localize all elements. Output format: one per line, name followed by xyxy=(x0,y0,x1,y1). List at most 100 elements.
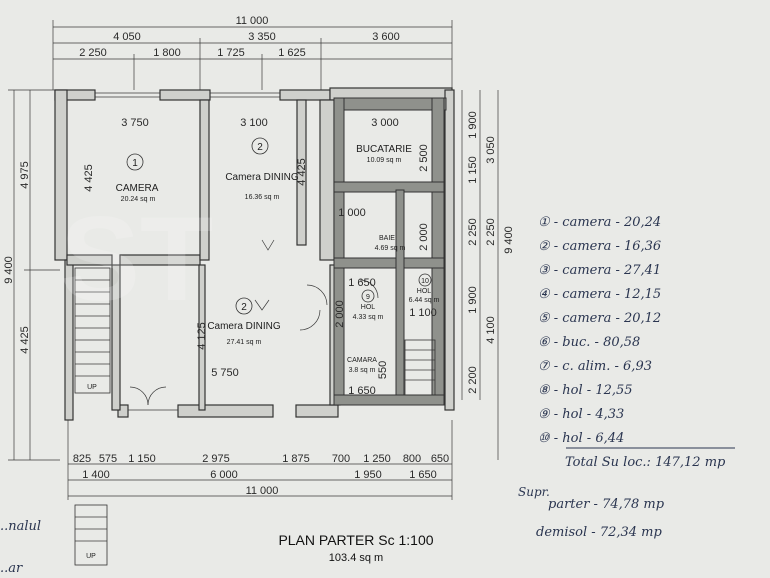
hol9-name: HOL xyxy=(361,304,376,311)
hol9-num: 9 xyxy=(366,294,370,301)
room3-name: Camera DINING xyxy=(207,321,281,332)
dim-bottom-8: 800 xyxy=(403,453,421,465)
stairs-left: UP xyxy=(74,267,111,394)
dim-camara-h: 550 xyxy=(377,361,389,379)
note-2: ② - camera - 16,36 xyxy=(538,239,661,254)
room1-num: 1 xyxy=(132,158,138,169)
note-supr: Supr. xyxy=(518,485,550,499)
dim-left-a: 4 975 xyxy=(19,161,31,189)
hol10-num: 10 xyxy=(421,278,429,285)
dim-left-b: 4 425 xyxy=(19,326,31,354)
dim-right-4: 1 900 xyxy=(467,286,479,314)
note-parter: parter - 74,78 mp xyxy=(548,497,665,512)
dim-bottom-6: 700 xyxy=(332,453,350,465)
watermark: ST xyxy=(60,192,213,326)
room1-area: 20.24 sq m xyxy=(121,196,156,203)
dim-bottom-3: 1 150 xyxy=(128,453,156,465)
dim-baie-w: 1 000 xyxy=(338,207,366,219)
dim-top-b: 3 350 xyxy=(248,31,276,43)
dim-baie-h: 2 000 xyxy=(418,223,430,251)
dim-bottom-total: 11 000 xyxy=(246,485,279,497)
dim-top-g: 1 625 xyxy=(278,47,306,59)
dim-bottom-5: 1 875 xyxy=(282,453,310,465)
room2-area: 16.36 sq m xyxy=(245,194,280,201)
top-dimensions: 11 000 4 050 3 350 3 600 2 250 1 800 1 7… xyxy=(52,15,453,90)
dim-top-f: 1 725 xyxy=(217,47,245,59)
dim-top-a: 4 050 xyxy=(113,31,141,43)
plan-title: PLAN PARTER Sc 1:100 xyxy=(278,532,433,548)
room3-num: 2 xyxy=(241,302,247,313)
dim-right-8: 4 100 xyxy=(485,316,497,344)
dim-right-5: 2 200 xyxy=(467,366,479,394)
left-dimensions: 9 400 4 975 4 425 xyxy=(3,89,60,461)
hol10-name: HOL xyxy=(417,288,432,295)
room2-num: 2 xyxy=(257,142,263,153)
dim-bottom-1: 825 xyxy=(73,453,91,465)
camara-name: CAMARA xyxy=(347,357,377,364)
baie-area: 4.69 sq m xyxy=(375,245,406,252)
handwritten-notes: ① - camera - 20,24 ② - camera - 16,36 ③ … xyxy=(0,215,735,576)
dim-bottom-9: 650 xyxy=(431,453,449,465)
note-3: ③ - camera - 27,41 xyxy=(538,263,661,278)
dim-right-2: 1 150 xyxy=(467,156,479,184)
note-4: ④ - camera - 12,15 xyxy=(538,287,661,302)
dim-camera2-w: 3 100 xyxy=(240,117,268,129)
dim-hol-w: 1 650 xyxy=(348,277,376,289)
dim-camera2-h: 4 425 xyxy=(296,158,308,186)
dim-right-total: 9 400 xyxy=(503,226,515,254)
note-6: ⑥ - buc. - 80,58 xyxy=(538,335,640,350)
dim-bottom-7: 1 250 xyxy=(363,453,391,465)
dim-kitchen-h: 2 500 xyxy=(418,144,430,172)
room2-name: Camera DINING xyxy=(225,172,299,183)
room1-name: CAMERA xyxy=(116,183,159,194)
dim-top-c: 3 600 xyxy=(372,31,400,43)
dim-right-1: 1 900 xyxy=(467,111,479,139)
dim-bottom-2: 575 xyxy=(99,453,117,465)
dim-dining-w: 5 750 xyxy=(211,367,239,379)
note-10: ⑩ - hol - 6,44 xyxy=(538,431,624,446)
kitchen-name: BUCATARIE xyxy=(356,144,412,155)
note-1: ① - camera - 20,24 xyxy=(538,215,661,230)
note-5: ⑤ - camera - 20,12 xyxy=(538,311,661,326)
dim-camera1-w: 3 750 xyxy=(121,117,149,129)
doors xyxy=(129,239,379,406)
dim-camera1-h: 4 425 xyxy=(83,164,95,192)
stairs-bottom: UP xyxy=(74,504,108,566)
dim-right-6: 3 050 xyxy=(485,136,497,164)
note-7: ⑦ - c. alim. - 6,93 xyxy=(538,359,652,374)
hol9-area: 4.33 sq m xyxy=(353,314,384,321)
inner-dimensions: 3 750 4 425 3 100 4 425 3 000 2 500 1 00… xyxy=(83,117,437,397)
dim-left-outer: 9 400 xyxy=(3,256,15,284)
hol10-area: 6.44 sq m xyxy=(409,297,440,304)
note-corner-2: ..ar xyxy=(0,561,23,576)
stairs-up-label: UP xyxy=(87,384,97,391)
note-corner-1: ..nalul xyxy=(0,519,41,534)
baie-name: BAIE xyxy=(379,235,395,242)
dim-top-e: 1 800 xyxy=(153,47,181,59)
right-dimensions: 1 900 1 150 2 250 1 900 2 200 3 050 2 25… xyxy=(461,90,515,460)
plan-area: 103.4 sq m xyxy=(329,552,383,564)
dim-hol-h: 2 000 xyxy=(334,300,346,328)
dim-bottom-4: 2 975 xyxy=(202,453,230,465)
kitchen-area: 10.09 sq m xyxy=(367,157,402,164)
dim-bottom-10: 1 400 xyxy=(82,469,110,481)
bottom-dimensions: 825 575 1 150 2 975 1 875 700 1 250 800 … xyxy=(67,420,453,500)
dim-bottom-13: 1 650 xyxy=(409,469,437,481)
dim-bottom-12: 1 950 xyxy=(354,469,382,481)
room3-area: 27.41 sq m xyxy=(227,339,262,346)
stairs-right xyxy=(404,339,436,396)
dim-bottom-11: 6 000 xyxy=(210,469,238,481)
dim-top-total: 11 000 xyxy=(236,15,269,27)
dim-dining-h: 4 125 xyxy=(196,322,208,350)
dim-kitchen-w: 3 000 xyxy=(371,117,399,129)
kitchen-block xyxy=(333,97,447,406)
note-demisol: demisol - 72,34 mp xyxy=(536,525,662,540)
dim-right-7: 2 250 xyxy=(485,218,497,246)
dim-right-3: 2 250 xyxy=(467,218,479,246)
room-labels: 1 CAMERA 20.24 sq m 2 Camera DINING 16.3… xyxy=(116,137,440,374)
camara-area: 3.8 sq m xyxy=(349,367,376,374)
note-8: ⑧ - hol - 12,55 xyxy=(538,383,633,398)
dim-top-d: 2 250 xyxy=(79,47,107,59)
note-total: Total Su loc.: 147,12 mp xyxy=(565,455,726,470)
